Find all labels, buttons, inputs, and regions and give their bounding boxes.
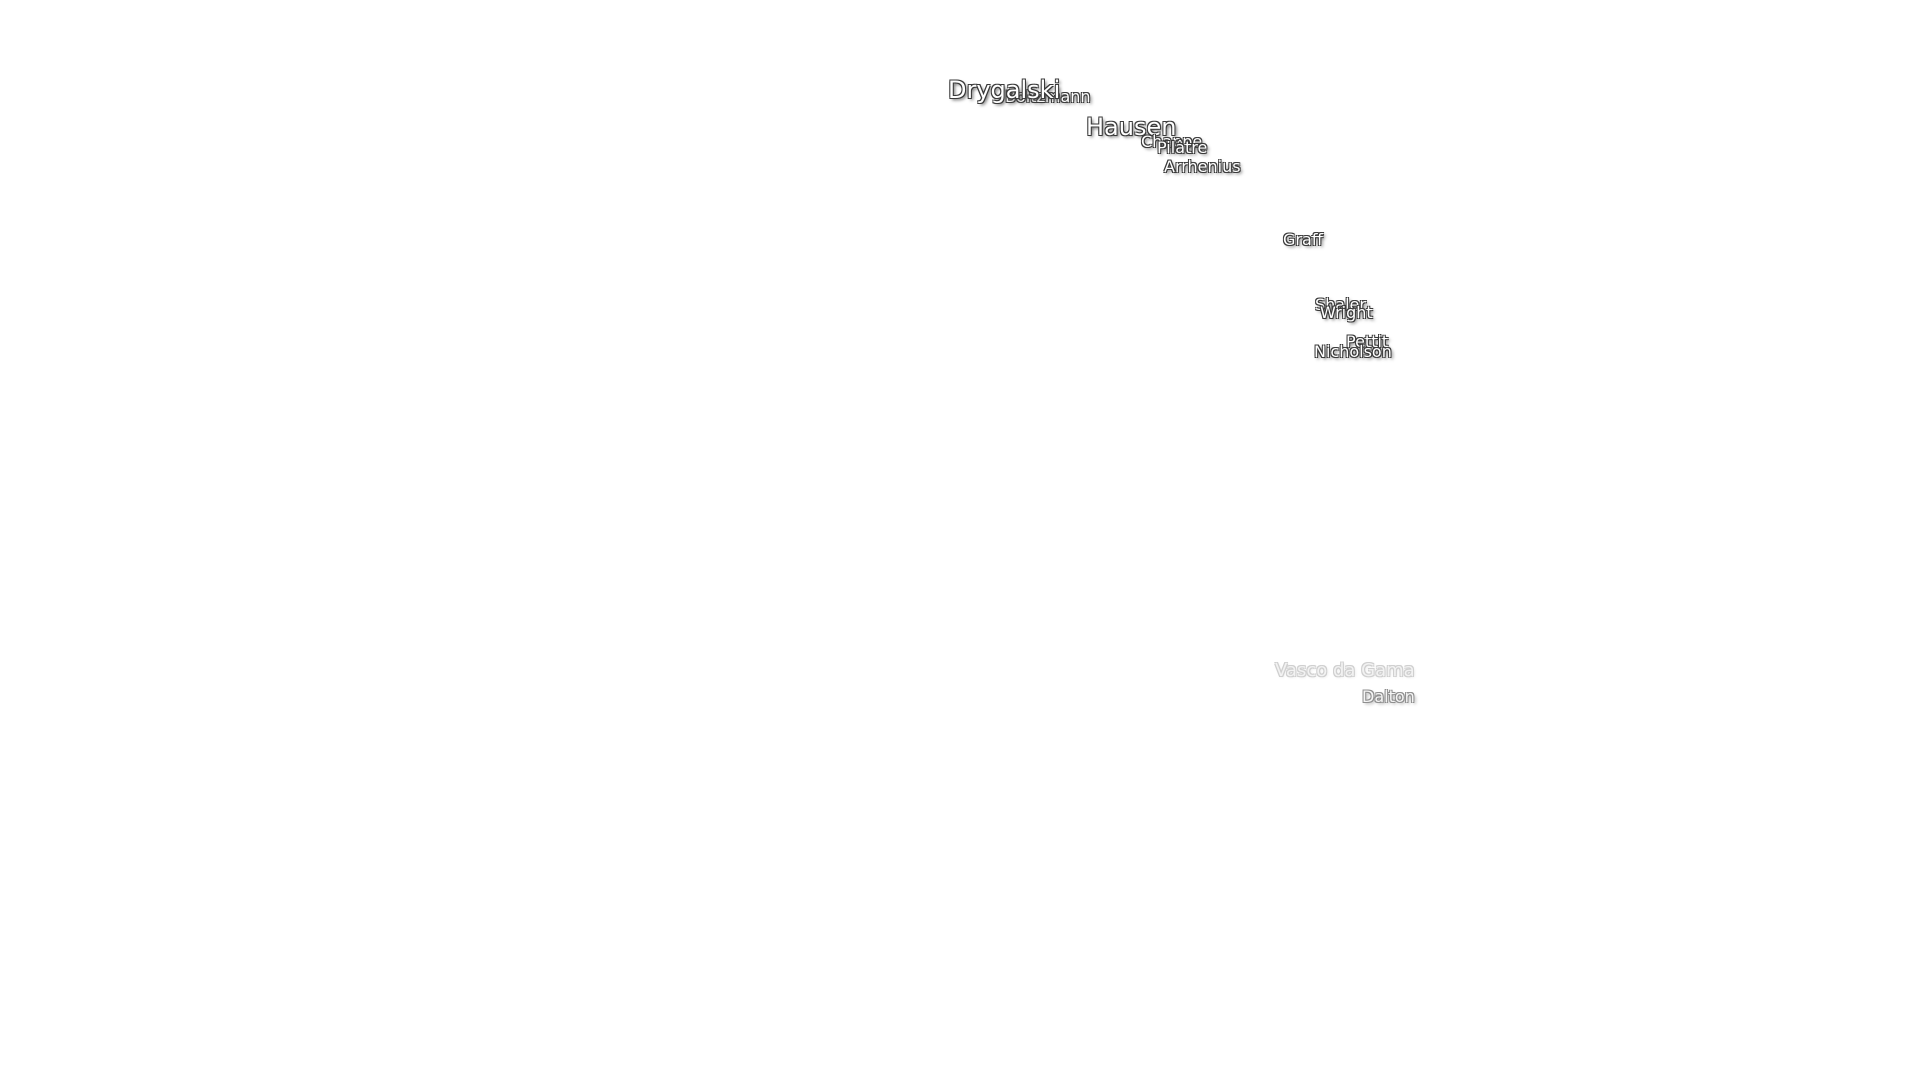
- crater-label-shaler: Shaler: [1315, 295, 1366, 314]
- crater-label-hausen: Hausen: [1086, 113, 1177, 141]
- crater-label-graff: Graff: [1283, 230, 1323, 249]
- crater-label-nicholson: Nicholson: [1314, 342, 1392, 361]
- crater-label-arrhenius: Arrhenius: [1164, 157, 1241, 176]
- crater-label-wright: Wright: [1320, 303, 1373, 322]
- crater-label-dalton: Dalton: [1362, 687, 1415, 706]
- crater-label-vasco-da-gama: Vasco da Gama: [1275, 660, 1415, 681]
- crater-label-boltzmann: Boltzmann: [1005, 87, 1091, 106]
- crater-label-chappe: Chappe: [1141, 132, 1203, 151]
- crater-label-pettit: Pettit: [1346, 332, 1389, 351]
- crater-label-pilatre: Pilâtre: [1157, 138, 1208, 157]
- crater-label-drygalski: Drygalski: [948, 76, 1061, 104]
